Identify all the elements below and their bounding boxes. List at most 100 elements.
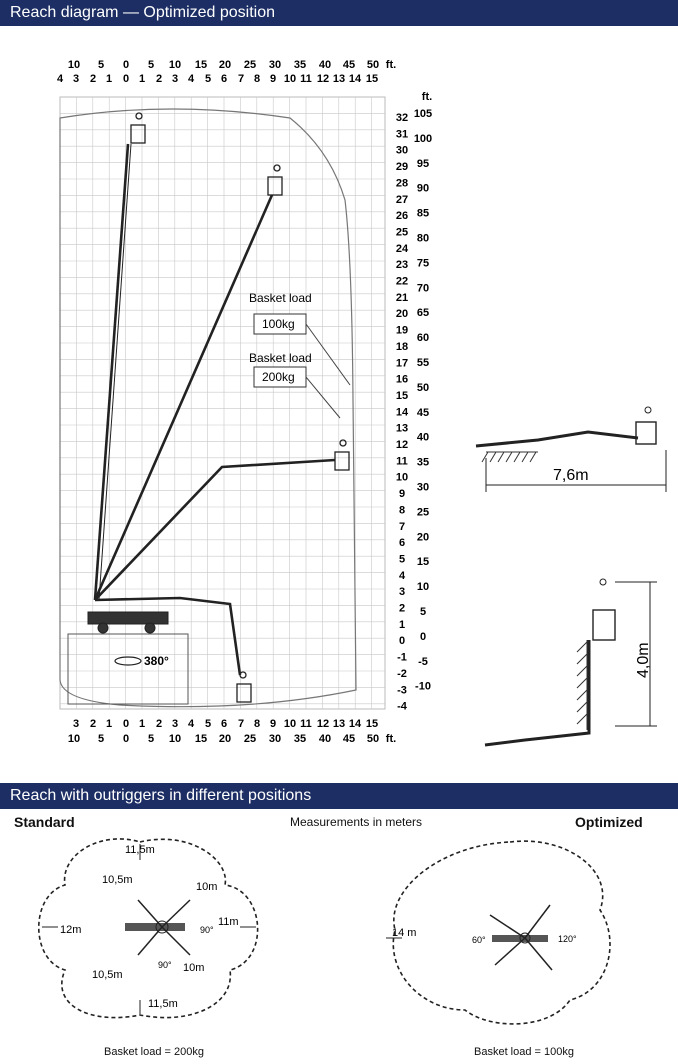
top-m-tick: 2 [156, 73, 162, 85]
optimized-reach-outline [392, 840, 611, 1025]
right-m-tick: -1 [397, 652, 407, 664]
bottom-ft-tick: 45 [343, 733, 355, 745]
bottom-ft-tick: 0 [123, 733, 129, 745]
bottom-m-tick: 14 [349, 718, 362, 730]
bottom-m-tick: 2 [90, 718, 96, 730]
top-m-tick: 2 [90, 73, 96, 85]
standard-top-left: 10,5m [102, 874, 133, 886]
right-ft-tick: 80 [417, 233, 429, 245]
optimized-angle-right: 120° [558, 934, 577, 944]
top-ft-tick: 45 [343, 59, 355, 71]
bottom-m-tick: 12 [317, 718, 329, 730]
right-ft-tick: 65 [417, 307, 429, 319]
right-ft-tick: 10 [417, 581, 429, 593]
top-ft-tick: 35 [294, 59, 306, 71]
right-ft-tick: 40 [417, 432, 429, 444]
basket-top [130, 112, 146, 144]
right-ft-tick: 5 [420, 606, 426, 618]
right-m-tick: 18 [396, 341, 408, 353]
chassis-vehicle [87, 611, 169, 634]
bottom-ft-unit: ft. [386, 733, 396, 745]
right-ft-unit: ft. [422, 91, 432, 103]
right-m-tick: 22 [396, 276, 408, 288]
right-m-tick: 27 [396, 194, 408, 206]
top-ft-tick: 25 [244, 59, 256, 71]
right-m-tick: 5 [399, 553, 405, 565]
basket-load-value-1: 100kg [262, 317, 295, 331]
right-m-tick: 4 [399, 570, 406, 582]
right-m-tick: 25 [396, 226, 408, 238]
optimized-label: Optimized [575, 814, 643, 830]
optimized-left: 14 m [392, 927, 416, 939]
top-m-tick: 9 [270, 73, 276, 85]
top-ft-tick: 30 [269, 59, 281, 71]
ground-hatch [481, 451, 538, 463]
standard-right: 11m [218, 916, 239, 928]
boom-diagonal-high [93, 194, 274, 601]
right-ft-tick: 55 [417, 357, 429, 369]
right-m-tick: 1 [399, 619, 405, 631]
side-view-horizontal: 7,6m [475, 406, 667, 492]
right-m-tick: 28 [396, 177, 408, 189]
top-ft-tick: 50 [367, 59, 379, 71]
top-m-tick: 5 [205, 73, 211, 85]
right-ft-tick: 45 [417, 407, 429, 419]
right-m-tick: 13 [396, 423, 408, 435]
vertical-operator [599, 578, 607, 586]
bottom-m-tick: 6 [221, 718, 227, 730]
optimized-angle-left: 60° [472, 935, 486, 945]
side-view-vertical: 4,0m [484, 578, 657, 747]
vertical-basket [592, 609, 616, 641]
right-m-tick: 14 [396, 406, 409, 418]
standard-bottom: 11,5m [148, 998, 178, 1010]
right-ft-tick: 30 [417, 482, 429, 494]
bottom-m-tick: 13 [333, 718, 345, 730]
standard-left: 12m [60, 924, 81, 936]
top-m-tick: 13 [333, 73, 345, 85]
vertical-boom [484, 640, 591, 747]
horizontal-operator [644, 406, 652, 414]
horizontal-basket [635, 421, 657, 445]
right-ft-tick: 25 [417, 506, 429, 518]
reach-grid [59, 96, 386, 710]
basket-load-pointer-2 [305, 376, 341, 419]
optimized-outrigger-diagram: 14 m 60° 120° [386, 840, 611, 1025]
top-m-tick: 7 [238, 73, 244, 85]
vertical-reach-label: 4,0m [635, 642, 652, 678]
right-m-tick: 12 [396, 439, 408, 451]
bottom-m-tick: 0 [123, 718, 129, 730]
right-m-tick: 29 [396, 161, 408, 173]
right-m-tick: 6 [399, 537, 405, 549]
bottom-ft-tick: 40 [319, 733, 331, 745]
right-m-tick: 7 [399, 521, 405, 533]
bottom-m-tick: 11 [300, 718, 312, 730]
top-m-tick: 3 [172, 73, 178, 85]
standard-outrigger-diagram: 11,5m 10,5m 10m 12m 11m 90° 90° 10,5m 10… [37, 838, 259, 1019]
top-ft-unit: ft. [386, 59, 396, 71]
wall-hatch [576, 640, 588, 730]
standard-reach-outline [37, 838, 259, 1019]
bottom-ft-tick: 5 [148, 733, 154, 745]
bottom-m-tick: 3 [73, 718, 79, 730]
boom-low-reach [94, 596, 242, 676]
basket-upper-right [267, 164, 283, 196]
basket-load-value-2: 200kg [262, 370, 295, 384]
right-m-tick: 0 [399, 635, 405, 647]
rotation-label: 380° [144, 654, 169, 668]
standard-label: Standard [14, 814, 75, 830]
right-m-tick: 30 [396, 145, 408, 157]
top-m-tick: 15 [366, 73, 378, 85]
right-ft-tick: 90 [417, 183, 429, 195]
standard-top: 11,5m [125, 844, 155, 856]
right-m-tick: 11 [396, 455, 408, 467]
top-m-tick: 11 [300, 73, 312, 85]
top-m-tick: 4 [188, 73, 195, 85]
bottom-m-tick: 8 [254, 718, 260, 730]
bottom-ft-tick: 5 [98, 733, 104, 745]
top-m-tick: 6 [221, 73, 227, 85]
right-m-tick: 17 [396, 357, 408, 369]
chassis-area [67, 633, 189, 705]
bottom-m-tick: 3 [172, 718, 178, 730]
top-ft-tick: 0 [123, 59, 129, 71]
right-m-tick: 15 [396, 390, 408, 402]
